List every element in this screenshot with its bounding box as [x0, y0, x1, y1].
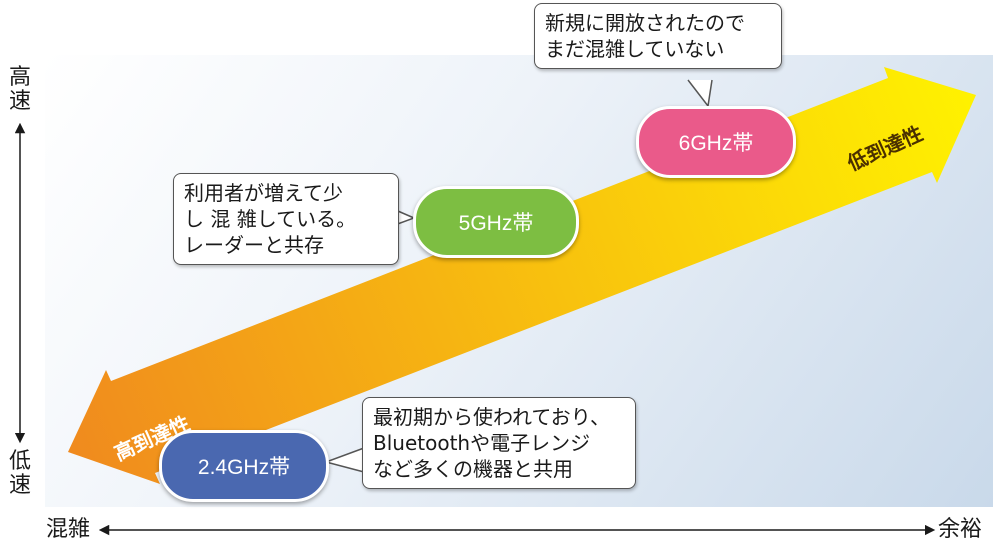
callout-24ghz: 最初期から使われており、 Bluetoothや電子レンジ など多くの機器と共用	[362, 397, 636, 489]
callout-6ghz: 新規に開放されたので まだ混雑していない	[534, 3, 782, 69]
callout-6-pointer	[687, 79, 713, 108]
x-axis-left-label: 混雑	[46, 517, 91, 542]
band-24ghz-pill: 2.4GHz帯	[159, 430, 329, 502]
y-axis-top-label: 高速	[8, 65, 31, 114]
callout-24-pointer	[323, 447, 365, 473]
callout-5ghz-line-2: し 混 雑している。	[184, 207, 357, 231]
callout-24ghz-line-2: Bluetoothや電子レンジ	[373, 431, 591, 455]
callout-5ghz: 利用者が増えて少 し 混 雑している。 レーダーと共存	[173, 173, 399, 265]
band-5ghz-pill: 5GHz帯	[413, 186, 579, 258]
callout-5ghz-line-3: レーダーと共存	[184, 233, 324, 257]
callout-24ghz-line-1: 最初期から使われており、	[373, 405, 610, 429]
x-axis-right-label: 余裕	[938, 517, 983, 542]
callout-6ghz-line-2: まだ混雑していない	[545, 37, 725, 61]
callout-5ghz-line-1: 利用者が増えて少	[184, 181, 343, 205]
callout-6ghz-line-1: 新規に開放されたので	[545, 11, 745, 35]
band-6ghz-pill: 6GHz帯	[636, 106, 796, 178]
y-axis-bottom-label: 低速	[8, 449, 31, 498]
callout-24ghz-line-3: など多くの機器と共用	[373, 457, 573, 481]
